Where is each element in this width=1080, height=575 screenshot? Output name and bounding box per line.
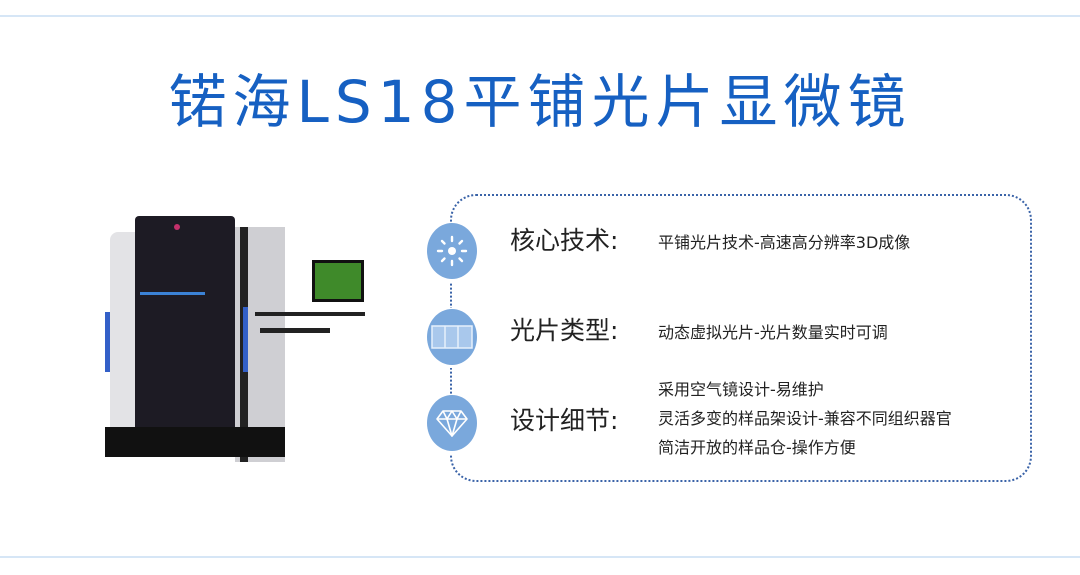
feature-description: 灵活多变的样品架设计-兼容不同组织器官: [658, 409, 952, 428]
feature-description: 动态虚拟光片-光片数量实时可调: [658, 323, 888, 342]
feature-label: 核心技术:: [510, 226, 619, 255]
top-divider: [0, 15, 1080, 17]
feature-description: 平铺光片技术-高速高分辨率3D成像: [658, 233, 911, 252]
sun-icon: [427, 223, 477, 279]
feature-description: 采用空气镜设计-易维护: [658, 380, 824, 399]
bottom-divider: [0, 556, 1080, 558]
light-sheet-panels-icon: [427, 309, 477, 365]
microscope-product-image: [105, 216, 365, 462]
feature-label: 设计细节:: [510, 406, 619, 435]
page-title: 锘海LS18平铺光片显微镜: [168, 68, 912, 136]
feature-description: 简洁开放的样品仓-操作方便: [658, 438, 856, 457]
diamond-icon: [427, 395, 477, 451]
feature-label: 光片类型:: [510, 316, 619, 345]
